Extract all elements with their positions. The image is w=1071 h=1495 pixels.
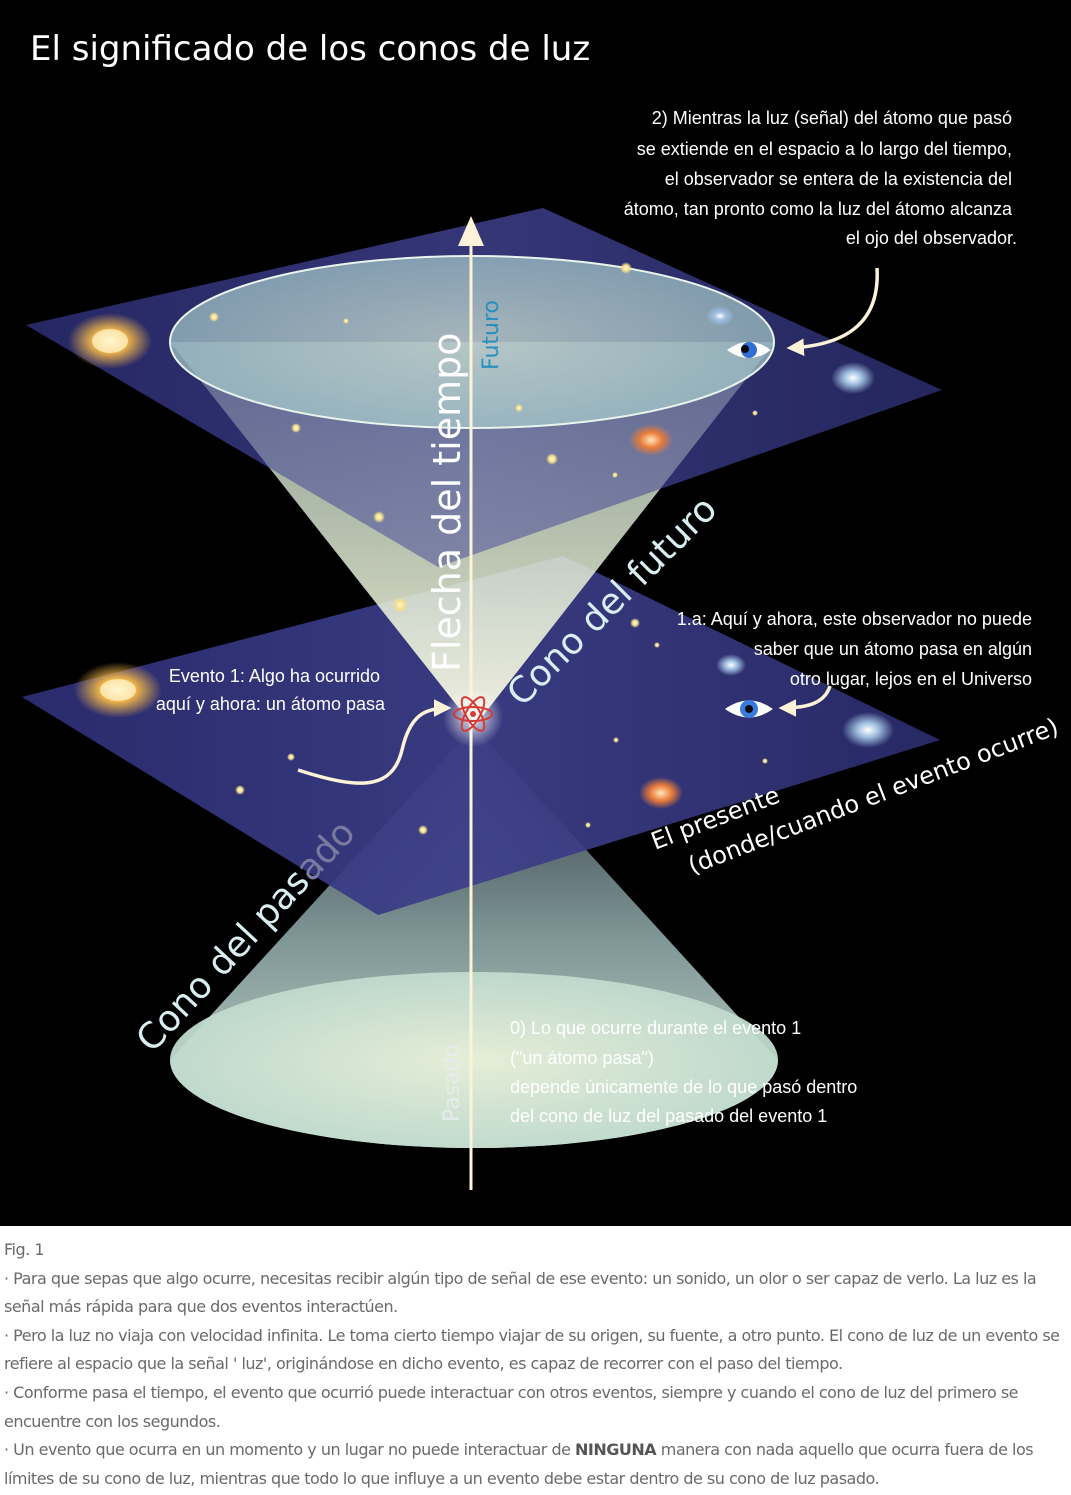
pasado-label: Pasado <box>440 1044 465 1122</box>
note-1a: 1.a: Aquí y ahora, este observador no pu… <box>677 609 1037 689</box>
caption-text: · Un evento que ocurra en un momento y u… <box>4 1440 576 1460</box>
galaxy-icon <box>716 654 746 676</box>
galaxy-icon <box>629 424 673 456</box>
past-cone-base <box>170 972 778 1148</box>
galaxy-icon <box>639 777 683 809</box>
pointer-arrow <box>786 267 879 357</box>
pointer-arrow <box>297 699 452 785</box>
note-0: 0) Lo que ocurre durante el evento 1 ("u… <box>510 1018 862 1126</box>
note-0-line: depende únicamente de lo que pasó dentro <box>510 1077 857 1097</box>
note-2-line: 2) Mientras la luz (señal) del átomo que… <box>652 108 1012 128</box>
page-title: El significado de los conos de luz <box>30 29 590 69</box>
caption-paragraph: · Conforme pasa el tiempo, el evento que… <box>4 1382 1019 1431</box>
note-evento-1: Evento 1: Algo ha ocurrido aquí y ahora:… <box>156 666 386 714</box>
galaxy-icon <box>831 362 875 394</box>
pointer-arrow <box>778 685 832 717</box>
note-0-line: ("un átomo pasa") <box>510 1048 654 1068</box>
evento-1-line: Evento 1: Algo ha ocurrido <box>169 666 380 686</box>
caption-text: manera con nada aquello que ocurra fuera… <box>4 1440 1034 1488</box>
galaxy-icon <box>68 313 152 369</box>
flecha-label: Flecha del tiempo <box>425 333 469 673</box>
note-0-line: del cono de luz del pasado del evento 1 <box>510 1106 827 1126</box>
time-arrow-head <box>458 216 484 246</box>
caption-paragraph: · Pero la luz no viaja con velocidad inf… <box>4 1325 1060 1374</box>
note-1a-line: saber que un átomo pasa en algún <box>754 639 1032 659</box>
note-2: 2) Mientras la luz (señal) del átomo que… <box>624 108 1017 248</box>
galaxy-icon <box>706 306 734 326</box>
light-cone-diagram: El significado de los conos de luz Flech… <box>0 0 1071 1226</box>
note-2-line: se extiende en el espacio a lo largo del… <box>637 139 1012 159</box>
note-2-line: el observador se entera de la existencia… <box>665 169 1012 189</box>
note-2-line: el ojo del observador. <box>846 228 1017 248</box>
eye-icon <box>727 342 771 358</box>
eye-icon <box>725 700 773 718</box>
evento-1-line: aquí y ahora: un átomo pasa <box>156 694 386 714</box>
futuro-label: Futuro <box>479 300 504 370</box>
caption-paragraph: · Para que sepas que algo ocurre, necesi… <box>4 1268 1037 1317</box>
note-0-line: 0) Lo que ocurre durante el evento 1 <box>510 1018 801 1038</box>
galaxy-icon <box>74 662 162 718</box>
caption-paragraph: · Un evento que ocurra en un momento y u… <box>4 1436 1068 1493</box>
caption-fig-label: Fig. 1 <box>4 1240 45 1259</box>
note-1a-line: 1.a: Aquí y ahora, este observador no pu… <box>677 609 1032 629</box>
figure-caption: Fig. 1 · Para que sepas que algo ocurre,… <box>4 1236 1068 1493</box>
atom-icon <box>453 696 493 732</box>
note-1a-line: otro lugar, lejos en el Universo <box>790 669 1032 689</box>
galaxy-icon <box>842 712 894 748</box>
caption-emphasis: NINGUNA <box>575 1440 657 1460</box>
stars <box>209 262 768 835</box>
note-2-line: átomo, tan pronto como la luz del átomo … <box>624 199 1013 219</box>
